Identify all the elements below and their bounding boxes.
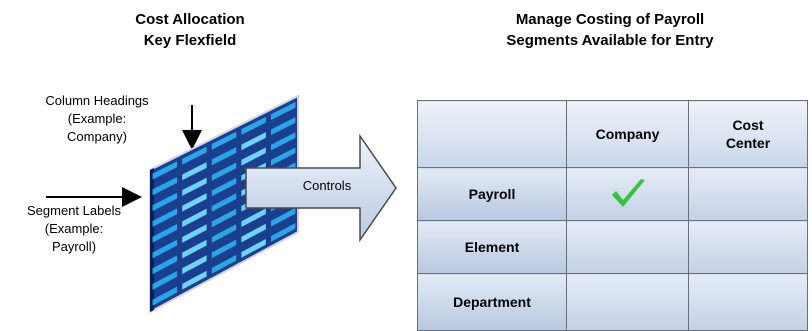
grid-cell bbox=[152, 255, 178, 275]
grid-cell bbox=[270, 102, 296, 120]
row-header-label: Department bbox=[453, 294, 531, 310]
grid-cell bbox=[182, 270, 207, 290]
grid-cell bbox=[270, 147, 296, 166]
table-cell-department-cost-center bbox=[688, 273, 808, 331]
column-header-company: Company bbox=[566, 100, 689, 168]
grid-cell bbox=[270, 132, 296, 151]
manage-costing-title: Manage Costing of Payroll Segments Avail… bbox=[506, 11, 714, 49]
table-cell-department-company bbox=[566, 273, 689, 331]
grid-cell bbox=[211, 177, 237, 197]
column-headings-callout: Column Headings (Example: Company) bbox=[45, 93, 149, 144]
grid-cell bbox=[152, 239, 178, 259]
grid-cell bbox=[152, 208, 178, 227]
controls-label: Controls bbox=[302, 178, 352, 193]
table-cell-element-cost-center bbox=[688, 220, 808, 274]
grid-cell bbox=[241, 208, 266, 228]
grid-cell bbox=[182, 146, 207, 165]
grid-cell bbox=[182, 177, 207, 196]
grid-cell bbox=[211, 193, 237, 212]
grid-cell bbox=[270, 117, 296, 136]
grid-cell bbox=[241, 132, 266, 151]
grid-cell bbox=[211, 162, 237, 181]
grid-cell bbox=[211, 131, 237, 150]
row-header-element: Element bbox=[417, 220, 567, 274]
grid-cell bbox=[211, 208, 237, 228]
controls-arrow bbox=[245, 133, 397, 243]
cost-allocation-title: Cost Allocation Key Flexfield bbox=[135, 11, 245, 49]
grid-cell bbox=[152, 271, 178, 290]
table-cell-element-company bbox=[566, 220, 689, 274]
grid-cell bbox=[182, 224, 207, 243]
grid-cell bbox=[182, 208, 207, 228]
table-cell-payroll-company bbox=[566, 167, 689, 221]
grid-cell bbox=[211, 224, 237, 243]
table-cell-payroll-cost-center bbox=[688, 167, 808, 221]
checkmark-icon bbox=[611, 179, 645, 207]
column-header-label: Cost Center bbox=[725, 117, 771, 151]
payroll-segments-table: Company Cost Center Payroll Element Depa… bbox=[417, 100, 808, 331]
grid-cell bbox=[152, 177, 178, 196]
row-header-payroll: Payroll bbox=[417, 167, 567, 221]
flexfield-grid-icon bbox=[149, 94, 299, 314]
table-corner-cell bbox=[417, 100, 567, 168]
grid-cell bbox=[211, 239, 237, 259]
grid-cell bbox=[241, 147, 266, 166]
column-header-label: Company bbox=[595, 126, 660, 142]
grid-cell bbox=[241, 223, 266, 243]
grid-cell bbox=[152, 286, 178, 306]
row-header-label: Payroll bbox=[468, 186, 516, 202]
grid-cell bbox=[182, 193, 207, 212]
grid-cell bbox=[182, 239, 207, 259]
grid-cell bbox=[211, 254, 237, 274]
grid-cell bbox=[152, 224, 178, 243]
grid-cell bbox=[270, 207, 296, 227]
grid-cell bbox=[152, 192, 178, 212]
grid-cell bbox=[270, 223, 296, 242]
grid-cell bbox=[182, 255, 207, 275]
row-header-department: Department bbox=[417, 273, 567, 331]
grid-cell bbox=[152, 161, 178, 180]
grid-cell bbox=[182, 162, 207, 181]
row-header-label: Element bbox=[464, 239, 520, 255]
column-header-cost-center: Cost Center bbox=[688, 100, 808, 168]
grid-cell bbox=[211, 147, 237, 166]
segment-labels-callout: Segment Labels (Example: Payroll) bbox=[27, 203, 121, 254]
grid-cell bbox=[241, 238, 266, 258]
grid-cell bbox=[241, 116, 266, 135]
